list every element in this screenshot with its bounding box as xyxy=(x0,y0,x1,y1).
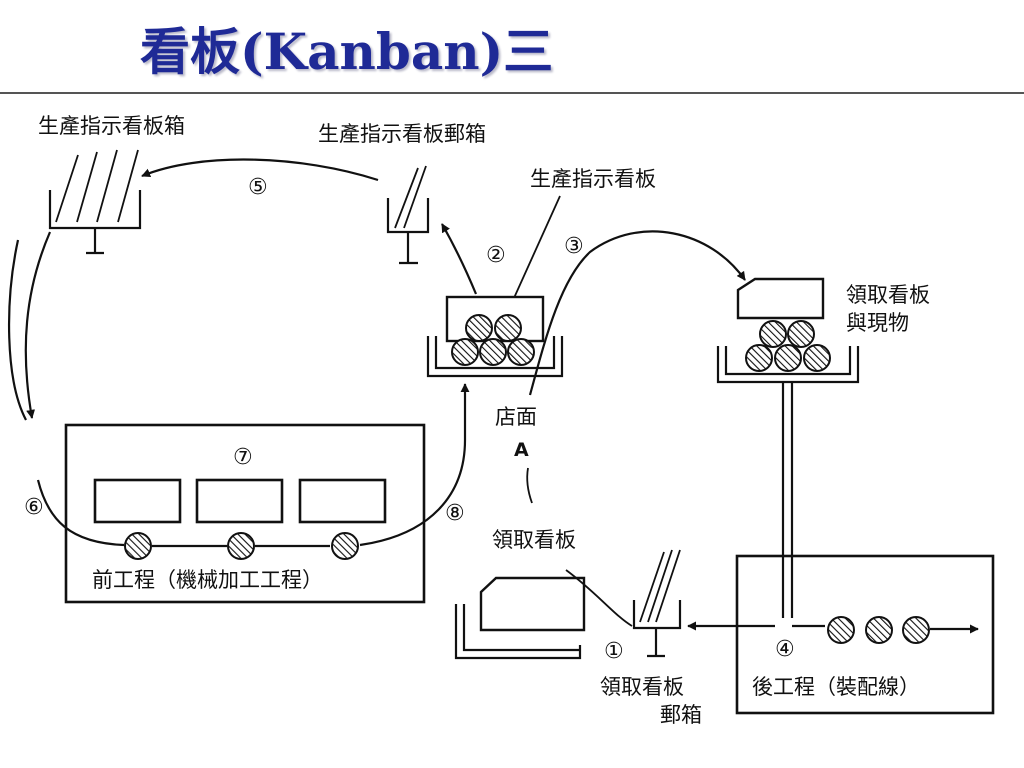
part xyxy=(465,314,493,342)
part xyxy=(803,344,831,372)
step-3: ③ xyxy=(564,234,584,259)
production-kanban-box-label: 生產指示看板箱 xyxy=(38,114,185,138)
flow-arrow-5 xyxy=(141,158,379,182)
title-divider xyxy=(0,92,1024,94)
store-letter: A xyxy=(514,439,529,461)
subsequent-process-box xyxy=(735,554,995,715)
step-6: ⑥ xyxy=(24,495,44,520)
production-kanban-post xyxy=(386,165,430,265)
part xyxy=(759,320,787,348)
withdrawal-return-line xyxy=(526,467,533,504)
step-5: ⑤ xyxy=(248,175,268,200)
withdrawal-kanban-goods-label-1: 領取看板 xyxy=(846,283,930,307)
part xyxy=(774,344,802,372)
flow-arrow-2 xyxy=(441,223,478,295)
production-kanban-post-label: 生產指示看板郵箱 xyxy=(318,122,486,146)
withdrawal-kanban-goods-label-2: 與現物 xyxy=(846,311,909,335)
part xyxy=(331,532,359,560)
withdrawal-kanban-pointer xyxy=(565,569,633,627)
store-label: 店面 xyxy=(495,405,537,429)
flow-arrow-6 xyxy=(24,231,52,419)
step-4: ④ xyxy=(775,637,795,662)
step-2: ② xyxy=(486,243,506,268)
part xyxy=(479,338,507,366)
store-a-tray xyxy=(426,295,564,378)
part xyxy=(494,314,522,342)
part xyxy=(745,344,773,372)
step-8: ⑧ xyxy=(445,501,465,526)
step-1: ① xyxy=(604,639,624,664)
withdrawal-kanban-tray xyxy=(454,576,586,660)
part xyxy=(787,320,815,348)
part xyxy=(902,616,930,644)
withdrawal-post-label-2: 郵箱 xyxy=(660,703,702,727)
production-kanban-box xyxy=(48,149,142,255)
subsequent-process-label: 後工程（裝配線） xyxy=(752,675,920,699)
part xyxy=(827,616,855,644)
withdrawal-kanban-label: 領取看板 xyxy=(492,528,576,552)
production-kanban-label: 生產指示看板 xyxy=(530,167,656,191)
part xyxy=(865,616,893,644)
withdrawal-kanban-post xyxy=(632,549,682,658)
withdrawal-post-label-1: 領取看板 xyxy=(600,675,684,699)
part xyxy=(451,338,479,366)
slide-title: 看板(Kanban)三 xyxy=(140,22,554,81)
withdrawal-kanban-and-goods xyxy=(716,277,860,618)
step-7: ⑦ xyxy=(233,445,253,470)
part xyxy=(124,532,152,560)
preceding-process-label: 前工程（機械加工工程） xyxy=(92,568,323,592)
flow-arrow-3 xyxy=(528,230,746,396)
part xyxy=(227,532,255,560)
preceding-process-box xyxy=(7,239,467,604)
part xyxy=(507,338,535,366)
